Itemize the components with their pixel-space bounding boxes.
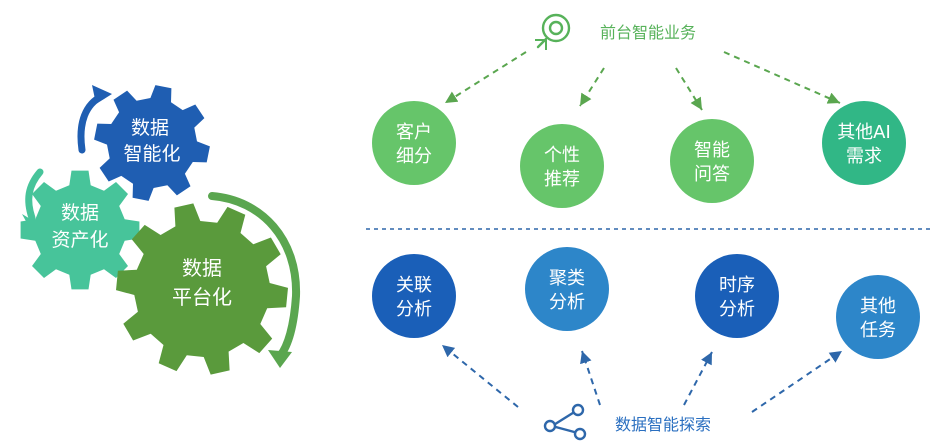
- cycle-arrowhead-top: [92, 85, 112, 104]
- top-arrow-4: [723, 51, 841, 104]
- top-node-3-line2: 问答: [694, 164, 730, 185]
- top-node-1-line2: 细分: [396, 146, 432, 167]
- bottom-node-3-line1: 时序: [719, 275, 755, 296]
- bottom-node-4-line1: 其他: [860, 296, 896, 317]
- gear-platform-label-2: 平台化: [172, 285, 232, 309]
- cycle-arrowhead-right: [268, 350, 292, 368]
- bottom-node-1-line2: 分析: [396, 299, 432, 320]
- top-node-2-line1: 个性: [544, 145, 580, 166]
- gear-cluster: 数据 智能化 数据 资产化 数据 平台化: [20, 85, 301, 375]
- top-arrow-1: [444, 51, 527, 104]
- top-node-4-line1: 其他AI: [837, 122, 891, 143]
- bottom-node-2-line1: 聚类: [549, 268, 585, 289]
- cycle-arrow-left: [25, 168, 44, 222]
- bottom-node-3: [695, 254, 779, 338]
- gear-intelligence-label-2: 智能化: [123, 143, 180, 165]
- top-node-4: [822, 101, 906, 185]
- top-node-4-line2: 需求: [846, 146, 882, 167]
- cycle-arrow-right: [208, 192, 301, 360]
- gear-platform: [116, 203, 288, 375]
- bottom-arrow-1: [441, 344, 519, 408]
- bottom-node-2-line2: 分析: [549, 292, 585, 313]
- gear-assetization-label-1: 数据: [61, 202, 99, 224]
- cycle-arrow-top: [77, 92, 106, 154]
- target-icon: [535, 13, 571, 50]
- top-node-2: [520, 124, 604, 208]
- bottom-node-2: [525, 247, 609, 331]
- top-node-1-line1: 客户: [396, 122, 432, 143]
- top-section: 前台智能业务 客户 细分 个性 推荐 智能 问答 其他AI 需求: [372, 13, 906, 208]
- top-node-1: [372, 101, 456, 185]
- gear-intelligence-label-1: 数据: [131, 117, 169, 139]
- top-node-3-line1: 智能: [694, 140, 730, 161]
- top-node-3: [670, 119, 754, 203]
- share-network-icon: [543, 403, 587, 441]
- bottom-node-1: [372, 254, 456, 338]
- bottom-arrow-2: [580, 350, 601, 406]
- bottom-node-4: [836, 275, 920, 359]
- gear-assetization-label-2: 资产化: [51, 229, 108, 251]
- gear-intelligence: [94, 85, 210, 201]
- top-section-label: 前台智能业务: [600, 23, 696, 42]
- bottom-section-label: 数据智能探索: [615, 415, 711, 434]
- bottom-arrow-3: [683, 351, 713, 406]
- bottom-node-3-line2: 分析: [719, 299, 755, 320]
- top-arrow-2: [579, 67, 605, 107]
- bottom-node-1-line1: 关联: [396, 275, 432, 296]
- top-node-2-line2: 推荐: [544, 169, 580, 190]
- bottom-arrow-4: [751, 350, 843, 413]
- bottom-node-4-line2: 任务: [860, 320, 896, 341]
- gear-assetization: [20, 170, 140, 290]
- gear-platform-label-1: 数据: [182, 256, 222, 280]
- top-arrow-3: [675, 67, 703, 111]
- bottom-section: 关联 分析 聚类 分析 时序 分析 其他 任务 数据智能探索: [372, 247, 920, 441]
